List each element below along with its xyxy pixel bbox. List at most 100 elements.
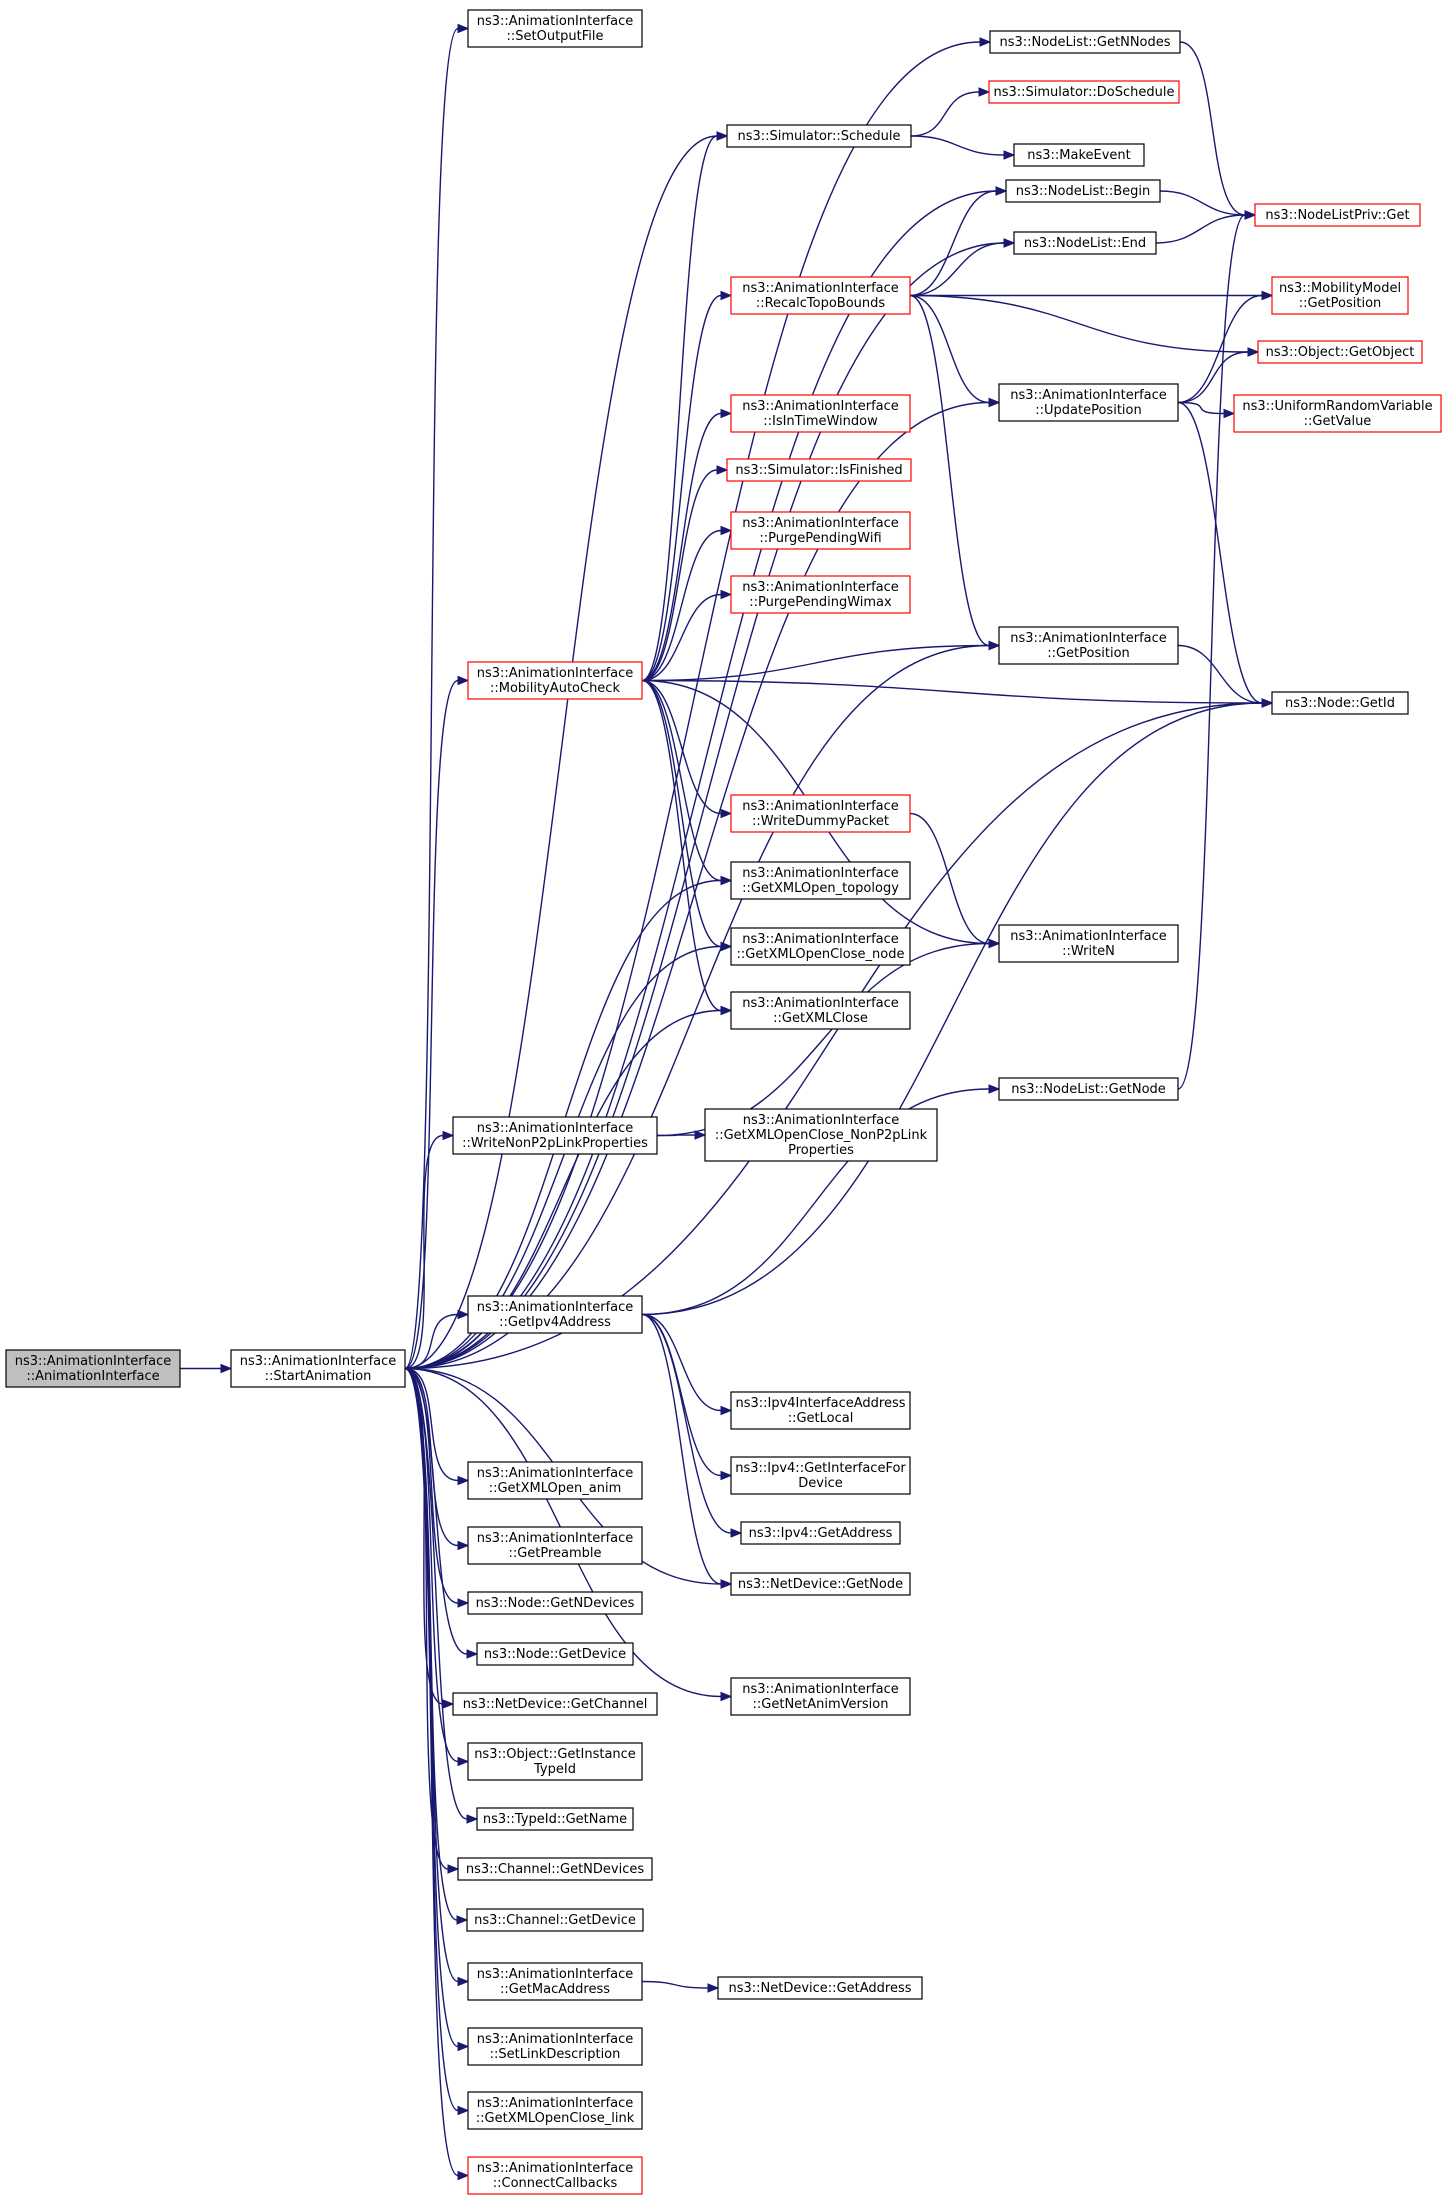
- function-node-isintime[interactable]: ns3::AnimationInterface::IsInTimeWindow: [730, 394, 911, 433]
- function-node-getname[interactable]: ns3::TypeId::GetName: [476, 1807, 634, 1831]
- node-label-line: ::GetXMLOpenClose_node: [737, 947, 905, 962]
- function-node-ndgetnode[interactable]: ns3::NetDevice::GetNode: [730, 1572, 911, 1596]
- function-node-urv[interactable]: ns3::UniformRandomVariable::GetValue: [1233, 394, 1442, 433]
- function-node-chgetndev[interactable]: ns3::Channel::GetNDevices: [457, 1857, 653, 1881]
- function-node-getobject[interactable]: ns3::Object::GetObject: [1257, 340, 1423, 364]
- function-node-writen[interactable]: ns3::AnimationInterface::WriteN: [998, 924, 1179, 963]
- node-label-line: ::RecalcTopoBounds: [756, 296, 886, 311]
- function-node-connect[interactable]: ns3::AnimationInterface::ConnectCallback…: [467, 2156, 643, 2195]
- function-node-xmllink[interactable]: ns3::AnimationInterface::GetXMLOpenClose…: [467, 2091, 643, 2130]
- edge-arrowhead: [988, 397, 1001, 408]
- node-label-line: ns3::Simulator::Schedule: [737, 129, 900, 144]
- node-box: [1257, 340, 1423, 364]
- edge-line: [909, 294, 1249, 353]
- function-node-chgetdev[interactable]: ns3::Channel::GetDevice: [466, 1908, 644, 1932]
- function-node-mmgetpos[interactable]: ns3::MobilityModel::GetPosition: [1271, 276, 1409, 315]
- node-box: [467, 1962, 643, 2001]
- function-node-begin[interactable]: ns3::NodeList::Begin: [1005, 179, 1161, 203]
- function-node-end[interactable]: ns3::NodeList::End: [1013, 231, 1157, 255]
- function-node-purgewimax[interactable]: ns3::AnimationInterface::PurgePendingWim…: [730, 575, 911, 614]
- edge-arrowhead: [442, 1130, 455, 1141]
- edge-line: [641, 679, 722, 948]
- edge-line: [404, 242, 1005, 1370]
- function-node-start[interactable]: ns3::AnimationInterface::StartAnimation: [230, 1349, 406, 1388]
- function-node-xmlnonp2p[interactable]: ns3::AnimationInterface::GetXMLOpenClose…: [704, 1108, 938, 1162]
- node-box: [1005, 179, 1161, 203]
- function-node-isfinished[interactable]: ns3::Simulator::IsFinished: [726, 458, 912, 482]
- call-edge-recalc-to-aigetpos: [909, 294, 1001, 651]
- function-node-getdevice[interactable]: ns3::Node::GetDevice: [476, 1642, 634, 1666]
- node-label-line: ns3::Node::GetNDevices: [476, 1596, 635, 1611]
- node-label-line: Properties: [788, 1143, 854, 1158]
- edge-line: [1177, 294, 1263, 404]
- edge-arrowhead: [220, 1363, 233, 1374]
- node-box: [5, 1349, 181, 1388]
- function-node-ndgetaddr[interactable]: ns3::NetDevice::GetAddress: [717, 1976, 923, 2000]
- function-node-xmlnode[interactable]: ns3::AnimationInterface::GetXMLOpenClose…: [730, 927, 911, 966]
- edge-line: [641, 702, 1263, 1316]
- edge-arrowhead: [995, 186, 1008, 196]
- call-edge-getipv4-to-ndgetnode: [641, 1313, 733, 1589]
- call-edge-start-to-xmlanim: [404, 1367, 470, 1486]
- function-node-setout[interactable]: ns3::AnimationInterface::SetOutputFile: [467, 9, 643, 48]
- function-node-setlink[interactable]: ns3::AnimationInterface::SetLinkDescript…: [467, 2027, 643, 2066]
- call-edge-schedule-to-doschedule: [910, 87, 991, 137]
- function-node-ipv4getaddr[interactable]: ns3::Ipv4::GetAddress: [740, 1521, 901, 1545]
- function-node-getmac[interactable]: ns3::AnimationInterface::GetMacAddress: [467, 1962, 643, 2001]
- function-node-xmlanim[interactable]: ns3::AnimationInterface::GetXMLOpen_anim: [467, 1461, 643, 1500]
- node-label-line: ns3::Channel::GetDevice: [474, 1913, 636, 1928]
- function-node-getndevices[interactable]: ns3::Node::GetNDevices: [467, 1591, 643, 1615]
- edge-arrowhead: [457, 1756, 470, 1767]
- node-box: [476, 1807, 634, 1831]
- function-node-recalc[interactable]: ns3::AnimationInterface::RecalcTopoBound…: [730, 276, 911, 315]
- call-edge-start-to-getipv4: [404, 1309, 470, 1370]
- function-node-nodegetid[interactable]: ns3::Node::GetId: [1271, 691, 1409, 715]
- function-node-preamble[interactable]: ns3::AnimationInterface::GetPreamble: [467, 1526, 643, 1565]
- function-node-getnnodes[interactable]: ns3::NodeList::GetNNodes: [989, 30, 1181, 54]
- node-box: [730, 1391, 911, 1430]
- function-node-makeevent[interactable]: ns3::MakeEvent: [1013, 143, 1145, 167]
- node-label-line: ns3::Simulator::IsFinished: [735, 463, 902, 478]
- node-label-line: ::PurgePendingWimax: [749, 595, 892, 610]
- function-node-ctor[interactable]: ns3::AnimationInterface::AnimationInterf…: [5, 1349, 181, 1388]
- function-node-updatepos[interactable]: ns3::AnimationInterface::UpdatePosition: [998, 383, 1179, 422]
- function-node-getipv4[interactable]: ns3::AnimationInterface::GetIpv4Address: [467, 1295, 643, 1334]
- call-edge-ctor-to-start: [180, 1363, 233, 1374]
- node-label-line: ns3::MakeEvent: [1027, 148, 1131, 163]
- call-edge-start-to-connect: [404, 1367, 470, 2181]
- function-node-purgewifi[interactable]: ns3::AnimationInterface::PurgePendingWif…: [730, 511, 911, 550]
- edge-arrowhead: [466, 1814, 479, 1824]
- edge-arrowhead: [457, 1976, 470, 1987]
- edge-arrowhead: [720, 808, 733, 819]
- function-node-writedummy[interactable]: ns3::AnimationInterface::WriteDummyPacke…: [730, 794, 911, 833]
- function-node-ipv4local[interactable]: ns3::Ipv4InterfaceAddress::GetLocal: [730, 1391, 911, 1430]
- node-label-line: ns3::AnimationInterface: [477, 1466, 634, 1481]
- node-label-line: ::WriteDummyPacket: [752, 814, 889, 829]
- edge-arrowhead: [988, 1084, 1001, 1094]
- function-node-mobility[interactable]: ns3::AnimationInterface::MobilityAutoChe…: [467, 661, 643, 700]
- function-node-schedule[interactable]: ns3::Simulator::Schedule: [726, 124, 912, 148]
- function-node-nlpget[interactable]: ns3::NodeListPriv::Get: [1254, 203, 1421, 227]
- call-edge-mobility-to-xmlnode: [641, 679, 733, 952]
- node-box: [466, 1908, 644, 1932]
- edge-arrowhead: [979, 37, 992, 47]
- function-node-getchannel[interactable]: ns3::NetDevice::GetChannel: [452, 1692, 658, 1716]
- node-label-line: ns3::AnimationInterface: [742, 932, 899, 947]
- function-node-doschedule[interactable]: ns3::Simulator::DoSchedule: [988, 80, 1180, 104]
- function-node-nlgetnode[interactable]: ns3::NodeList::GetNode: [998, 1077, 1179, 1101]
- node-label-line: ns3::AnimationInterface: [477, 666, 634, 681]
- edge-line: [909, 294, 990, 404]
- edge-line: [641, 679, 722, 1012]
- call-edge-start-to-mobility: [404, 675, 470, 1370]
- edge-arrowhead: [457, 675, 470, 686]
- function-node-xmlclose[interactable]: ns3::AnimationInterface::GetXMLClose: [730, 991, 911, 1030]
- node-label-line: ns3::Ipv4::GetInterfaceFor: [735, 1461, 906, 1476]
- edge-line: [404, 679, 459, 1370]
- edge-line: [909, 242, 1005, 297]
- function-node-netanimver[interactable]: ns3::AnimationInterface::GetNetAnimVersi…: [730, 1677, 911, 1716]
- function-node-aigetpos[interactable]: ns3::AnimationInterface::GetPosition: [998, 626, 1179, 665]
- function-node-writenonp2p[interactable]: ns3::AnimationInterface::WriteNonP2pLink…: [452, 1116, 658, 1155]
- function-node-xmltopo[interactable]: ns3::AnimationInterface::GetXMLOpen_topo…: [730, 861, 911, 900]
